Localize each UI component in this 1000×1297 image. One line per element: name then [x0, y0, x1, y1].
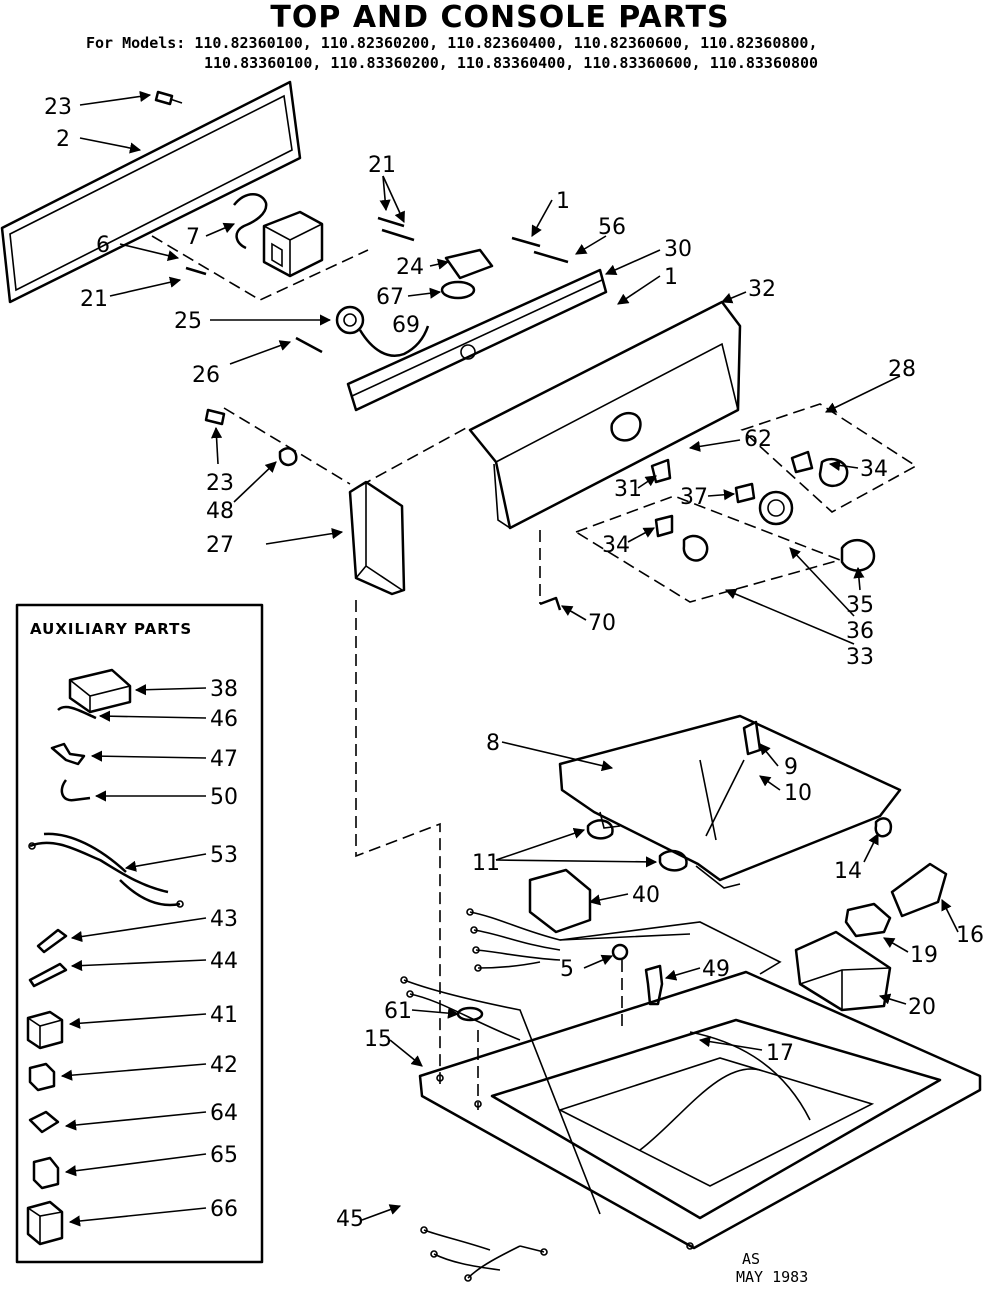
clip-70-drawing: [539, 596, 562, 611]
callout-31: 31: [614, 477, 642, 502]
callout-11: 11: [472, 851, 500, 876]
part-25-drawing: [335, 305, 430, 357]
part-drawings: [0, 80, 982, 1282]
callout-42: 42: [210, 1053, 238, 1078]
callout-26: 26: [192, 363, 220, 388]
callout-labels: 23 2 21 7 6 21 25 26 24 67 69 1 56 30 1 …: [30, 95, 984, 1286]
callout-53: 53: [210, 843, 238, 868]
callout-33: 33: [846, 645, 874, 670]
callout-47: 47: [210, 747, 238, 772]
callout-50: 50: [210, 785, 238, 810]
auxiliary-parts-box: [15, 603, 264, 1264]
callout-49: 49: [702, 957, 730, 982]
callout-44: 44: [210, 949, 238, 974]
alignment-line-27-to-15: [355, 600, 441, 1084]
top-plate-8-drawing: [558, 714, 902, 889]
callout-16: 16: [956, 923, 984, 948]
stamp-initials: AS: [742, 1250, 760, 1268]
callout-10: 10: [784, 781, 812, 806]
stamp-date: MAY 1983: [736, 1268, 808, 1286]
harness-40-drawing: [466, 868, 782, 975]
callout-21-left: 21: [80, 287, 108, 312]
callout-34-right: 34: [860, 457, 888, 482]
screw-23b-drawing: [204, 408, 226, 426]
timer-block-drawing: [262, 210, 324, 278]
auxiliary-parts-heading: AUXILIARY PARTS: [30, 620, 192, 638]
model-list-line-1: For Models: 110.82360100, 110.82360200, …: [86, 34, 818, 52]
callout-65: 65: [210, 1143, 238, 1168]
callout-5: 5: [560, 957, 574, 982]
callout-70: 70: [588, 611, 616, 636]
clip-7-drawing: [233, 193, 268, 250]
callout-43: 43: [210, 907, 238, 932]
switch-16-drawing: [890, 862, 948, 918]
callout-32: 32: [748, 277, 776, 302]
screw-23-drawing: [154, 90, 183, 106]
part-67-drawing: [440, 280, 476, 300]
harness-45-drawing: [400, 976, 601, 1282]
callout-14: 14: [834, 859, 862, 884]
console-bracket-30-drawing: [346, 268, 608, 412]
callout-34-left: 34: [602, 533, 630, 558]
callout-37: 37: [680, 485, 708, 510]
callout-28: 28: [888, 357, 916, 382]
callout-24: 24: [396, 255, 424, 280]
screws-21-drawing: [377, 216, 415, 242]
callout-69: 69: [392, 313, 420, 338]
callout-21-top: 21: [368, 153, 396, 178]
part-19-drawing: [844, 902, 892, 938]
washer-top-15-drawing: [418, 970, 982, 1250]
screw-21b-drawing: [185, 266, 207, 276]
callout-27: 27: [206, 533, 234, 558]
callout-61: 61: [384, 999, 412, 1024]
part-5-drawing: [611, 943, 629, 961]
callout-56: 56: [598, 215, 626, 240]
callout-64: 64: [210, 1101, 238, 1126]
callout-7: 7: [186, 225, 200, 250]
part-49-drawing: [644, 964, 664, 1006]
rear-panel-drawing: [0, 80, 302, 304]
callout-62: 62: [744, 427, 772, 452]
end-cap-27-drawing: [348, 480, 406, 596]
knob-group-28-drawing: [574, 403, 918, 603]
model-list-line-2: 110.83360100, 110.83360200, 110.83360400…: [204, 54, 819, 72]
part-20-drawing: [794, 930, 892, 1012]
hinge-11b-drawing: [658, 849, 688, 872]
callout-67: 67: [376, 285, 404, 310]
part-48-drawing: [278, 447, 298, 467]
diagram-title: TOP AND CONSOLE PARTS: [270, 0, 730, 35]
callout-9: 9: [784, 755, 798, 780]
callout-41: 41: [210, 1003, 238, 1028]
callout-36: 36: [846, 619, 874, 644]
callout-2: 2: [56, 127, 70, 152]
callout-46: 46: [210, 707, 238, 732]
callout-23-top: 23: [44, 95, 72, 120]
callout-17: 17: [766, 1041, 794, 1066]
callout-66: 66: [210, 1197, 238, 1222]
callout-15: 15: [364, 1027, 392, 1052]
callout-1-top: 1: [556, 189, 570, 214]
callout-8: 8: [486, 731, 500, 756]
callout-35: 35: [846, 593, 874, 618]
callout-40: 40: [632, 883, 660, 908]
switch-24-drawing: [444, 248, 494, 280]
callout-20: 20: [908, 995, 936, 1020]
callout-6: 6: [96, 233, 110, 258]
rod-56-drawing: [511, 236, 569, 264]
callout-38: 38: [210, 677, 238, 702]
hinge-11a-drawing: [586, 819, 614, 840]
alignment-lines-upper: [151, 235, 467, 487]
callout-45: 45: [336, 1207, 364, 1232]
callout-1-right: 1: [664, 265, 678, 290]
leader-lines: [60, 90, 959, 1227]
callout-30: 30: [664, 237, 692, 262]
callout-23-mid: 23: [206, 471, 234, 496]
pin-26-drawing: [295, 336, 323, 354]
callout-48: 48: [206, 499, 234, 524]
callout-25: 25: [174, 309, 202, 334]
callout-19: 19: [910, 943, 938, 968]
